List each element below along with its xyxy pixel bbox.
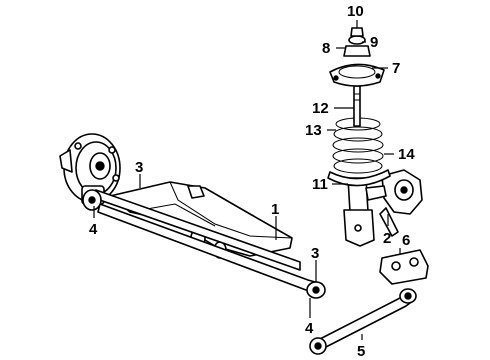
mount-hardware xyxy=(343,27,371,57)
upper-strut-mount xyxy=(329,63,385,87)
callout-6: 6 xyxy=(402,232,410,249)
callout-11: 11 xyxy=(312,176,328,193)
trailing-arm xyxy=(309,288,417,355)
callout-4-left: 4 xyxy=(89,221,98,238)
callout-3-upper: 3 xyxy=(135,159,143,176)
callout-labels: 1 2 3 3 4 4 5 6 7 8 9 10 11 12 13 14 xyxy=(89,3,415,360)
callout-13: 13 xyxy=(305,122,322,139)
spindle-knuckle xyxy=(379,169,423,237)
strut-body xyxy=(343,177,387,247)
coil-spring xyxy=(327,117,391,187)
callout-9: 9 xyxy=(370,34,378,51)
mounting-bracket xyxy=(379,249,429,285)
callout-1: 1 xyxy=(271,201,279,218)
piston-rod xyxy=(353,85,361,127)
callout-2: 2 xyxy=(383,230,391,247)
callout-14: 14 xyxy=(398,146,415,163)
callout-5: 5 xyxy=(357,343,365,360)
callout-3-lower: 3 xyxy=(311,245,319,262)
lower-lateral-link xyxy=(82,189,326,299)
callout-7: 7 xyxy=(392,60,400,77)
callout-8: 8 xyxy=(322,40,330,57)
leader-lines xyxy=(93,20,401,340)
brake-hub-assembly xyxy=(59,133,121,205)
callout-12: 12 xyxy=(312,100,329,117)
callout-4-lower: 4 xyxy=(305,320,314,337)
callout-10: 10 xyxy=(347,3,364,20)
